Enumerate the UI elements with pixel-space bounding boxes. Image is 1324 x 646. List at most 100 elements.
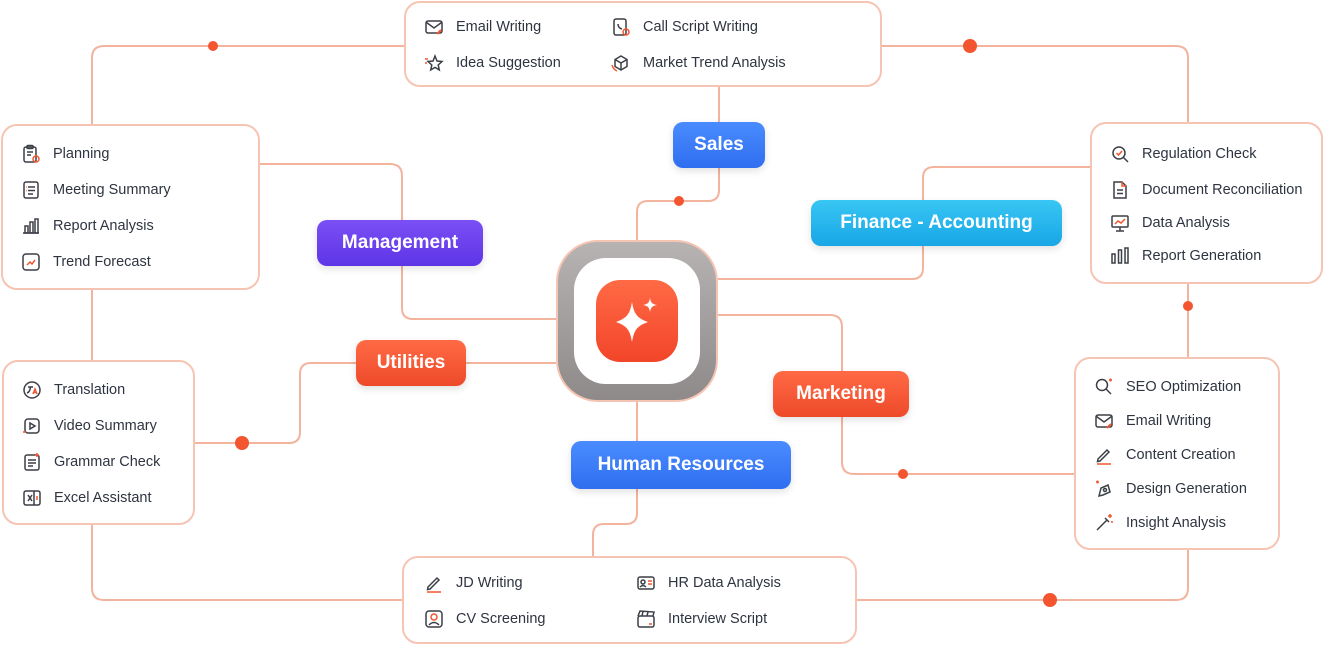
- list-doc-icon: [23, 181, 39, 199]
- item-label: Call Script Writing: [643, 19, 758, 35]
- connector-dot: [898, 469, 908, 479]
- item-label: Idea Suggestion: [456, 55, 561, 71]
- item-label: Regulation Check: [1142, 146, 1257, 162]
- finance-card: Regulation Check Document Reconciliation…: [1090, 122, 1323, 284]
- connector-dot: [208, 41, 218, 51]
- connector-dot: [1183, 301, 1193, 311]
- hr-item-jd-writing[interactable]: JD Writing: [424, 573, 523, 593]
- item-label: Content Creation: [1126, 447, 1236, 463]
- connector-ring-bottom-right: [857, 550, 1189, 601]
- utilities-card: Translation Video Summary Grammar Check …: [2, 360, 195, 525]
- clapper-icon: [637, 610, 655, 628]
- finance-item-data-analysis[interactable]: Data Analysis: [1110, 213, 1230, 233]
- item-label: Market Trend Analysis: [643, 55, 786, 71]
- utilities-item-excel-assistant[interactable]: Excel Assistant: [22, 488, 152, 508]
- connector-utilities-card: [195, 362, 356, 444]
- connector-marketing-card: [841, 417, 1074, 475]
- management-card: Planning Meeting Summary Report Analysis…: [1, 124, 260, 290]
- sales-card: Email Writing Call Script Writing Idea S…: [404, 1, 882, 87]
- item-label: Report Generation: [1142, 248, 1262, 264]
- item-label: HR Data Analysis: [668, 575, 781, 591]
- mail-icon: [425, 20, 443, 35]
- connector-dot: [963, 39, 977, 53]
- id-card-icon: [637, 576, 655, 590]
- utilities-item-grammar-check[interactable]: Grammar Check: [22, 452, 160, 472]
- excel-icon: [23, 490, 41, 506]
- marketing-item-insight-analysis[interactable]: Insight Analysis: [1094, 513, 1226, 533]
- central-hub[interactable]: [556, 240, 718, 402]
- utilities-item-translation[interactable]: Translation: [22, 380, 125, 400]
- category-finance[interactable]: Finance - Accounting: [811, 200, 1062, 246]
- item-label: SEO Optimization: [1126, 379, 1242, 395]
- mail-icon: [1095, 414, 1113, 429]
- hr-item-hr-data-analysis[interactable]: HR Data Analysis: [636, 573, 781, 593]
- document-icon: [1113, 181, 1127, 199]
- utilities-item-video-summary[interactable]: Video Summary: [22, 416, 157, 436]
- item-label: Email Writing: [456, 19, 542, 35]
- sales-item-email-writing[interactable]: Email Writing: [424, 17, 541, 37]
- category-marketing[interactable]: Marketing: [773, 371, 909, 417]
- phone-script-icon: [613, 18, 630, 36]
- connector-ring-bottom-left: [91, 525, 402, 601]
- item-label: Insight Analysis: [1126, 515, 1226, 531]
- hr-item-interview-script[interactable]: Interview Script: [636, 609, 767, 629]
- seo-icon: [1095, 378, 1112, 395]
- item-label: Excel Assistant: [54, 490, 152, 506]
- management-item-trend-forecast[interactable]: Trend Forecast: [21, 252, 151, 272]
- management-item-report-analysis[interactable]: Report Analysis: [21, 216, 154, 236]
- category-sales[interactable]: Sales: [673, 122, 765, 168]
- connector-dot: [1043, 593, 1057, 607]
- category-management[interactable]: Management: [317, 220, 483, 266]
- item-label: Translation: [54, 382, 126, 398]
- category-hr[interactable]: Human Resources: [571, 441, 791, 489]
- wand-icon: [1096, 514, 1113, 531]
- sales-item-market-trend-analysis[interactable]: Market Trend Analysis: [611, 53, 786, 73]
- item-label: Video Summary: [54, 418, 157, 434]
- connector-management: [401, 266, 556, 320]
- sparkle-icon: [616, 298, 657, 342]
- connector-hr-card: [592, 489, 638, 556]
- marketing-item-design-generation[interactable]: Design Generation: [1094, 479, 1247, 499]
- item-label: Interview Script: [668, 611, 768, 627]
- pen-icon: [1096, 448, 1111, 465]
- trend-icon: [22, 253, 40, 271]
- connector-dot: [674, 196, 684, 206]
- item-label: Document Reconciliation: [1142, 182, 1303, 198]
- connector-marketing: [718, 314, 843, 371]
- item-label: CV Screening: [456, 611, 546, 627]
- item-label: Planning: [53, 146, 110, 162]
- item-label: Meeting Summary: [53, 182, 171, 198]
- marketing-card: SEO Optimization Email Writing Content C…: [1074, 357, 1280, 550]
- hr-card: JD Writing HR Data Analysis CV Screening…: [402, 556, 857, 644]
- bars-icon: [1111, 247, 1129, 264]
- marketing-item-seo-optimization[interactable]: SEO Optimization: [1094, 377, 1241, 397]
- finance-item-regulation-check[interactable]: Regulation Check: [1110, 144, 1256, 164]
- item-label: JD Writing: [456, 575, 523, 591]
- marketing-item-email-writing[interactable]: Email Writing: [1094, 411, 1211, 431]
- finance-item-document-reconciliation[interactable]: Document Reconciliation: [1110, 180, 1302, 200]
- connector-management-card: [260, 163, 403, 220]
- sales-item-call-script-writing[interactable]: Call Script Writing: [611, 17, 758, 37]
- management-item-meeting-summary[interactable]: Meeting Summary: [21, 180, 171, 200]
- item-label: Email Writing: [1126, 413, 1212, 429]
- item-label: Trend Forecast: [53, 254, 151, 270]
- cube-icon: [611, 55, 628, 72]
- marketing-item-content-creation[interactable]: Content Creation: [1094, 445, 1236, 465]
- management-item-planning[interactable]: Planning: [21, 144, 109, 164]
- category-utilities[interactable]: Utilities: [356, 340, 466, 386]
- sales-item-idea-suggestion[interactable]: Idea Suggestion: [424, 53, 561, 73]
- item-label: Report Analysis: [53, 218, 154, 234]
- connector-finance-card: [922, 166, 1090, 200]
- design-icon: [1096, 480, 1111, 498]
- finance-item-report-generation[interactable]: Report Generation: [1110, 246, 1261, 266]
- user-icon: [425, 610, 443, 628]
- grammar-icon: [24, 453, 40, 471]
- item-label: Data Analysis: [1142, 215, 1230, 231]
- connector-finance: [718, 246, 924, 280]
- clipboard-icon: [23, 144, 40, 163]
- bar-chart-icon: [23, 218, 39, 234]
- item-label: Design Generation: [1126, 481, 1247, 497]
- hr-item-cv-screening[interactable]: CV Screening: [424, 609, 545, 629]
- video-icon: [23, 418, 40, 434]
- pen-icon: [426, 576, 441, 593]
